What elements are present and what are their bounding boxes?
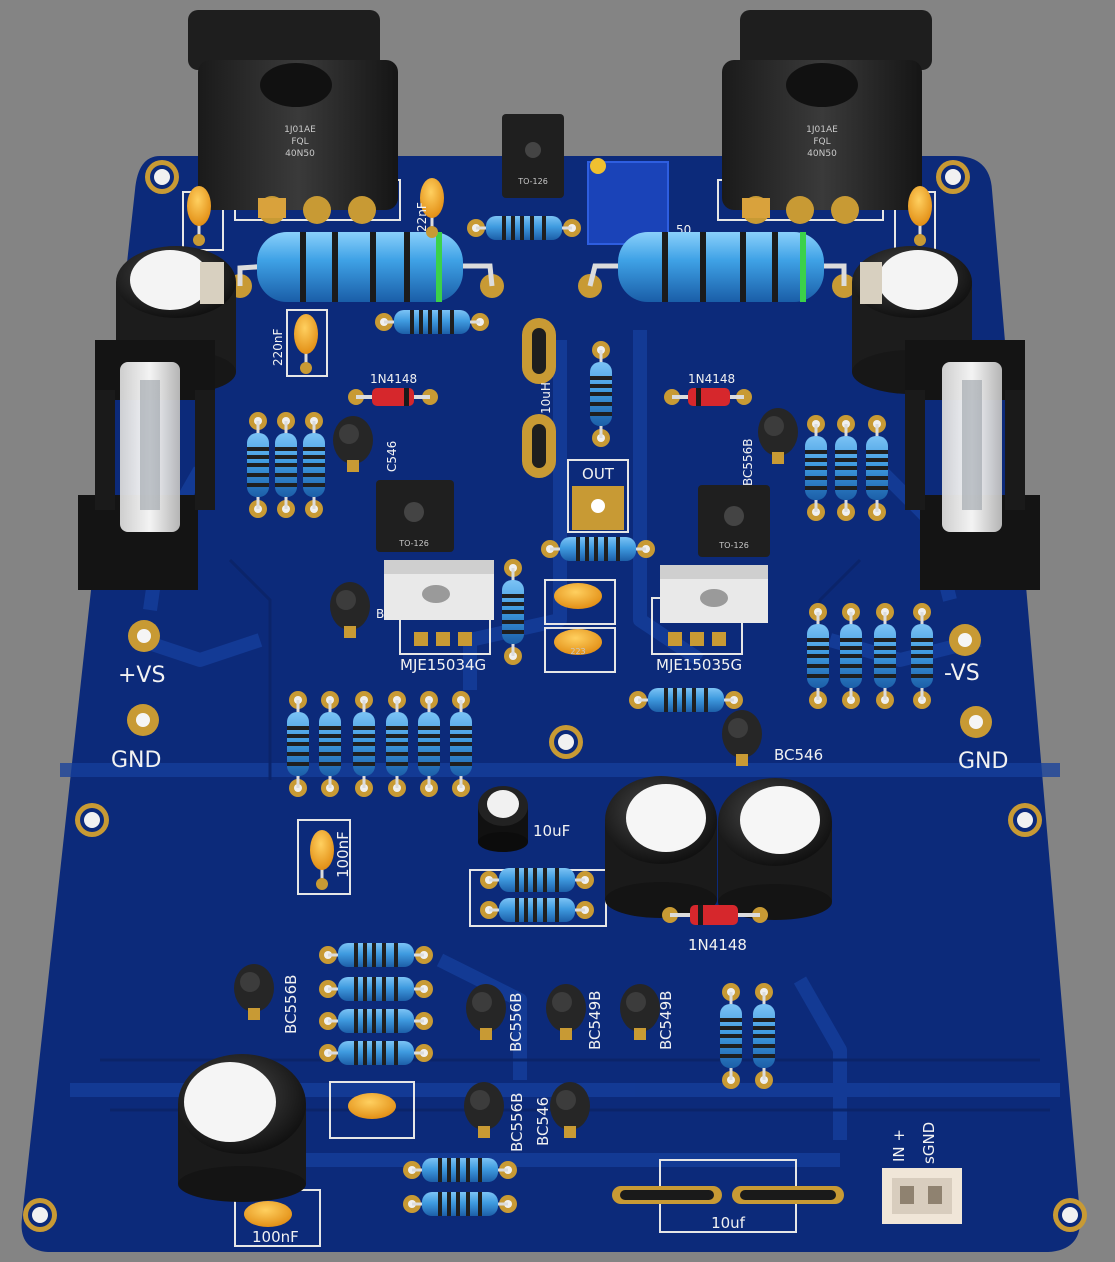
bc546-center-label: BC546 — [774, 746, 823, 764]
out-label: OUT — [582, 465, 615, 483]
fuse-holder-left — [78, 340, 215, 590]
inductor-label: 10uH — [539, 382, 553, 414]
to126-right-label: TO-126 — [718, 541, 749, 550]
cap-10uf-bottom-footprint: 10uf — [612, 1186, 844, 1232]
bc556b-right-label: BC556B — [741, 438, 755, 486]
driver-transistor-left: TO-126 — [376, 480, 494, 646]
bc546-left-label: C546 — [385, 441, 399, 472]
bc-partial-left-label: B — [376, 607, 384, 621]
mosfet-left-marking-1: 1J01AE — [284, 125, 316, 135]
mount-hole-top-right — [936, 160, 970, 194]
cap-100nf-mid-label: 100nF — [334, 831, 352, 878]
pad-plus-vs — [128, 620, 160, 652]
electrolytic-cap-center-left — [605, 776, 717, 918]
trimmer-pot: 50 — [587, 158, 691, 245]
pad-gnd-left — [127, 704, 159, 736]
input-in-label: IN + — [890, 1129, 908, 1162]
mount-hole-mid-left — [75, 803, 109, 837]
mount-hole-mid-right — [1008, 803, 1042, 837]
mosfet-left-marking-3: 40N50 — [285, 149, 315, 159]
output-terminal: OUT — [567, 459, 629, 533]
driver-transistor-right: TO-126 — [660, 485, 770, 646]
electrolytic-cap-bottom-left — [178, 1054, 306, 1202]
diode-top-left-label: 1N4148 — [370, 372, 417, 386]
to126-top-label: TO-126 — [517, 177, 548, 186]
minus-vs-label: -VS — [944, 661, 980, 686]
bc549b-b-label: BC549B — [657, 991, 675, 1050]
bc549b-a-label: BC549B — [586, 991, 604, 1050]
mosfet-left-marking-2: FQL — [291, 137, 308, 147]
driver-left-label: MJE15034G — [400, 656, 486, 674]
input-connector — [882, 1168, 962, 1224]
power-mosfet-right: 1J01AE FQL 40N50 — [722, 10, 932, 224]
gnd-left-label: GND — [111, 748, 161, 773]
cap-100nf-bottom — [244, 1201, 292, 1227]
inductor-10uh: 10uH — [522, 318, 556, 478]
electrolytic-cap-10uf-small — [478, 786, 528, 852]
cap-22nf-label: 22nF — [415, 202, 429, 232]
diode-top-right-label: 1N4148 — [688, 372, 735, 386]
pad-minus-vs — [949, 624, 981, 656]
cap-10uf-small-label: 10uF — [533, 822, 570, 840]
diode-top-left — [348, 388, 438, 406]
mosfet-right-marking-3: 40N50 — [807, 149, 837, 159]
cap-220nf-label: 220nF — [271, 328, 285, 366]
power-mosfet-left: 1J01AE FQL 40N50 — [188, 10, 398, 224]
cap-10uf-bottom-label: 10uf — [711, 1214, 746, 1232]
plus-vs-label: +VS — [118, 663, 165, 688]
mount-hole-top-left — [145, 160, 179, 194]
cap-223-label: 223 — [570, 647, 585, 656]
cap-center-1 — [554, 583, 602, 609]
diode-center — [662, 905, 768, 925]
electrolytic-cap-center-right — [718, 778, 832, 920]
bc556b-lower-left-label: BC556B — [282, 975, 300, 1034]
power-resistor-left — [228, 232, 504, 302]
fuse-holder-right — [905, 340, 1040, 590]
cap-lower-ceramic — [348, 1093, 396, 1119]
mosfet-right-marking-2: FQL — [813, 137, 830, 147]
to126-top: TO-126 — [502, 114, 564, 198]
diode-top-right — [664, 388, 752, 406]
mount-hole-bottom-left — [23, 1198, 57, 1232]
mount-hole-bottom-right — [1053, 1198, 1087, 1232]
diode-center-label: 1N4148 — [688, 936, 747, 954]
bc546-bottom-label: BC546 — [534, 1097, 552, 1146]
pad-gnd-right — [960, 706, 992, 738]
cap-100nf-bottom-label: 100nF — [252, 1228, 299, 1246]
mount-hole-center — [549, 725, 583, 759]
input-sgnd-label: sGND — [920, 1122, 938, 1164]
bc556b-bottom-label: BC556B — [508, 1093, 526, 1152]
mosfet-right-marking-1: 1J01AE — [806, 125, 838, 135]
to126-left-label: TO-126 — [398, 539, 429, 548]
power-resistor-right — [578, 232, 856, 302]
driver-right-label: MJE15035G — [656, 656, 742, 674]
gnd-right-label: GND — [958, 749, 1008, 774]
bc556b-lower-mid-label: BC556B — [507, 993, 525, 1052]
